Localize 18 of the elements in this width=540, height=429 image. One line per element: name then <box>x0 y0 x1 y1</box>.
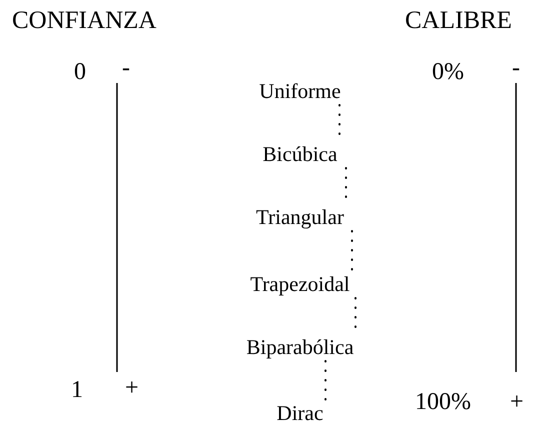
axis-title: CALIBRE <box>405 8 512 33</box>
distribution-name: Dirac <box>274 402 326 425</box>
plus-sign: + <box>125 376 139 400</box>
axis-title: CONFIANZA <box>12 8 156 33</box>
distribution-name: Uniforme <box>257 80 343 103</box>
dotted-connector <box>351 230 353 272</box>
scale-value: 1 <box>71 378 83 402</box>
distribution-name: Triangular <box>254 206 346 229</box>
plus-sign: + <box>510 390 524 414</box>
distribution-name: Biparabólica <box>244 336 356 359</box>
minus-sign: - <box>512 56 520 80</box>
distribution-name: Bicúbica <box>260 143 340 166</box>
minus-sign: - <box>122 56 130 80</box>
distribution-name: Trapezoidal <box>248 273 352 296</box>
scale-value: 0 <box>74 60 86 84</box>
dotted-connector <box>324 360 326 401</box>
scale-value: 0% <box>432 60 464 84</box>
scale-value: 100% <box>415 390 471 414</box>
